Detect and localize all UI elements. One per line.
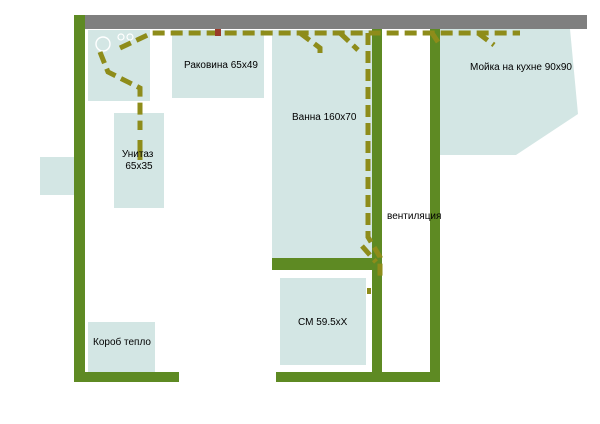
bath-bottom-wall xyxy=(272,258,372,270)
bath-branch xyxy=(298,31,323,58)
toilet-small-circle xyxy=(117,33,125,41)
vent-pipe xyxy=(365,33,383,276)
ventilation-label: вентиляция xyxy=(387,211,441,222)
bathtub-label: Ванна 160x70 xyxy=(292,112,357,123)
sm-pipe-end xyxy=(367,288,371,294)
pipes xyxy=(97,30,520,276)
outside-box xyxy=(40,157,75,195)
toilet-pipe xyxy=(97,51,143,130)
heat-box xyxy=(88,322,155,372)
bath-branch xyxy=(338,31,360,52)
heat-box-label: Короб тепло xyxy=(93,336,151,348)
toilet-label: Унитаз 65x35 xyxy=(122,149,156,172)
washing-machine-label: СМ 59.5xX xyxy=(298,317,348,328)
bottom-wall-left xyxy=(74,372,179,382)
top-wall xyxy=(85,15,587,29)
sink-label: Раковина 65x49 xyxy=(184,60,258,71)
kitchen-sink xyxy=(440,29,578,155)
toilet-drain-circle xyxy=(95,36,111,52)
main-pipe xyxy=(118,30,520,51)
kitchen-branch xyxy=(476,31,496,47)
kitchen-branch xyxy=(429,31,441,44)
bathtub xyxy=(272,30,372,258)
toilet-label-line2: 65x35 xyxy=(125,161,153,172)
sink xyxy=(172,30,264,98)
sink-fitting xyxy=(215,29,221,36)
bottom-wall-right xyxy=(276,372,439,382)
toilet-small-circle xyxy=(126,33,134,41)
toilet-label-line1: Унитаз xyxy=(122,149,154,160)
right-wall xyxy=(430,29,440,382)
kitchen-sink-label: Мойка на кухне 90x90 xyxy=(470,62,572,73)
sm-branch xyxy=(360,244,378,264)
left-wall xyxy=(74,15,85,382)
center-wall xyxy=(372,29,382,382)
washing-machine xyxy=(280,278,366,365)
